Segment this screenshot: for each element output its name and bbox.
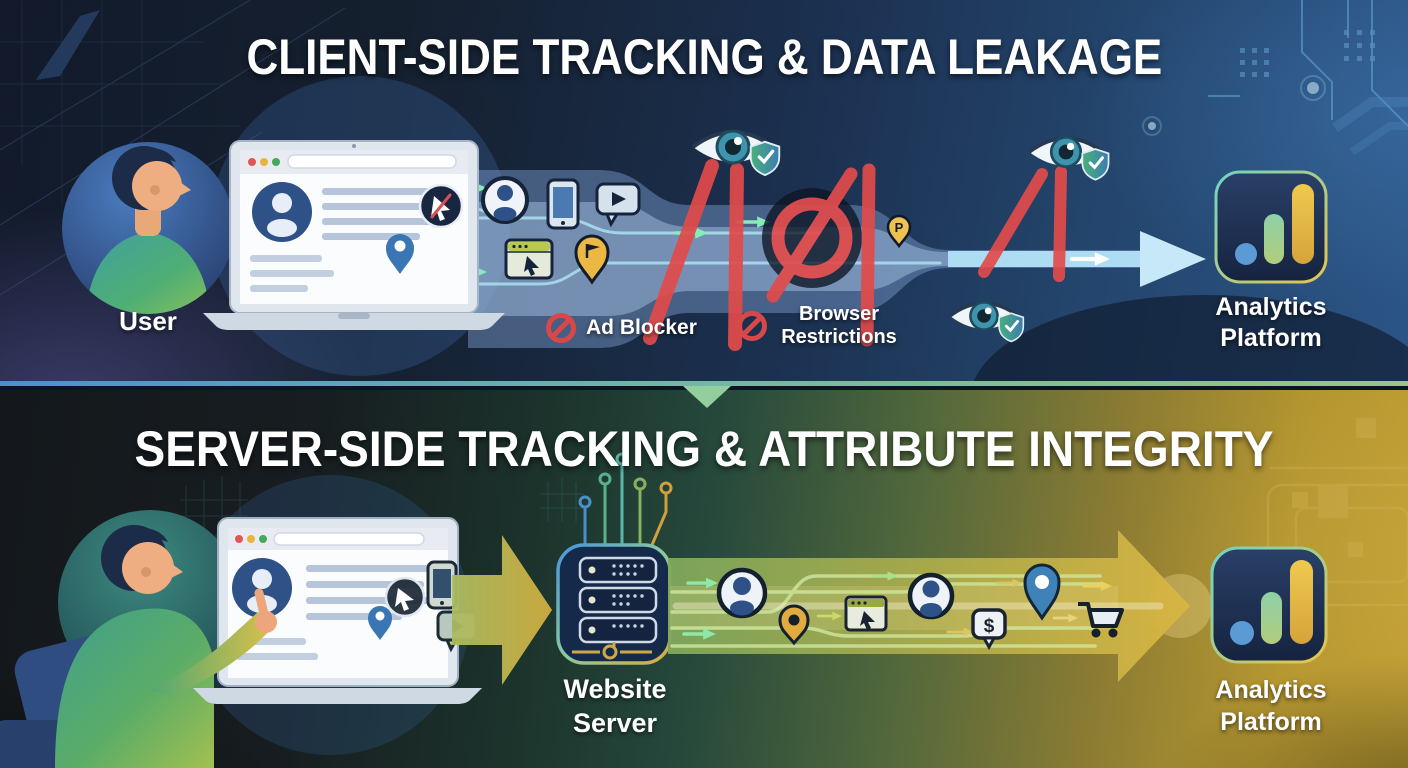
person-data-icon [716, 567, 768, 619]
laptop-browser-2 [193, 517, 482, 704]
client-side-panel: P [0, 0, 1408, 381]
url-bar [287, 154, 457, 169]
server-node-line [572, 642, 652, 660]
privacy-eye-icon [948, 301, 1025, 343]
parking-pin-icon: P [886, 214, 912, 249]
analytics-dot [1230, 621, 1254, 645]
browser-click-icon [844, 595, 888, 632]
user-avatar [62, 142, 234, 314]
chevron-down-icon [683, 386, 731, 408]
shopping-cart-icon [1078, 602, 1124, 638]
user-label: User [119, 306, 177, 336]
browser-restrictions-line2: Restrictions [781, 326, 897, 348]
privacy-eye-icon [691, 129, 781, 177]
server-led-dots [612, 564, 644, 628]
analytics-platform-label: Analytics Platform [1215, 676, 1327, 736]
dollar-conversion-icon: $ [971, 608, 1007, 651]
analytics-platform-icon [1214, 170, 1328, 284]
profile-avatar [252, 182, 312, 242]
analytics-bar-short [1261, 592, 1282, 644]
ad-blocker-label: Ad Blocker [545, 312, 697, 344]
server-circuit-pins [578, 452, 673, 546]
browser-click-tracker-icon [384, 576, 426, 618]
location-pin-icon [1023, 563, 1061, 621]
website-server-label: Website Server [563, 674, 667, 738]
analytics-bar-tall [1292, 184, 1314, 264]
ad-blocker-text: Ad Blocker [586, 316, 697, 339]
browser-restrictions-label: Browser Restrictions [736, 303, 901, 349]
laptop-base [203, 313, 505, 330]
block-bar [728, 163, 744, 351]
dollar-glyph: $ [984, 616, 995, 637]
server-user-figure [0, 510, 242, 768]
server-side-title: SERVER-SIDE TRACKING & ATTRIBUTE INTEGRI… [134, 421, 1274, 477]
smartphone-icon [546, 178, 580, 230]
minimize-dot-icon [260, 158, 268, 166]
shield-check-icon [998, 312, 1025, 343]
shield-check-icon [749, 140, 781, 177]
no-symbol-icon [737, 311, 767, 341]
analytics-bar-short [1264, 214, 1284, 264]
no-symbol-icon [546, 313, 576, 343]
blocking-marks [643, 159, 1067, 351]
person-head [101, 525, 183, 594]
analytics-bar-tall [1290, 560, 1313, 644]
close-dot-icon [248, 158, 256, 166]
flow-arrowhead [1140, 231, 1206, 287]
location-pin-icon [368, 606, 392, 640]
close-dot-icon [235, 535, 243, 543]
client-side-scene: P [0, 0, 1408, 381]
location-pin-icon [386, 234, 414, 274]
webcam-dot [352, 144, 356, 148]
circuit-decoration-gold [1266, 418, 1408, 607]
block-slash [643, 159, 719, 345]
server-side-scene: $ [0, 418, 1408, 768]
server-flow-arrow [452, 535, 552, 685]
panel-divider [0, 381, 1408, 386]
grid-decoration-2 [180, 476, 584, 532]
no-symbol-icon [771, 197, 853, 279]
maximize-dot-icon [259, 535, 267, 543]
flag-pin-icon [574, 234, 610, 285]
shadow-ellipse [973, 295, 1408, 381]
smartphone-icon [426, 560, 458, 610]
analytics-platform-icon [1210, 546, 1328, 664]
browser-restrictions-line1: Browser [798, 303, 880, 325]
privacy-eye-icon [1028, 135, 1110, 181]
laptop-base [193, 688, 482, 704]
laptop-browser [203, 140, 505, 330]
browser-click-tracker-icon [418, 183, 464, 229]
server-side-panel: $ SERVER-SIDE TRACKING & ATTRIBUTE I [0, 390, 1408, 768]
block-bar [1053, 166, 1067, 282]
analytics-dot [1235, 243, 1257, 265]
maximize-dot-icon [272, 158, 280, 166]
block-bar [860, 163, 876, 347]
analytics-platform-label: Analytics Platform [1215, 293, 1327, 352]
person-data-icon [481, 176, 529, 224]
url-bar [273, 532, 425, 546]
pointing-finger [254, 588, 270, 623]
flag-pin-icon-gold [778, 604, 810, 646]
person-data-icon [907, 572, 955, 620]
pointing-arm [150, 588, 277, 696]
circuit-decoration [1142, 0, 1408, 156]
website-server-icon [556, 452, 673, 665]
shield-check-icon [1081, 148, 1110, 181]
browser-click-icon [504, 238, 554, 280]
client-side-title: CLIENT-SIDE TRACKING & DATA LEAKAGE [246, 29, 1162, 85]
block-slash [978, 168, 1048, 278]
video-ad-icon [595, 182, 641, 228]
parking-glyph: P [895, 220, 904, 235]
minimize-dot-icon [247, 535, 255, 543]
